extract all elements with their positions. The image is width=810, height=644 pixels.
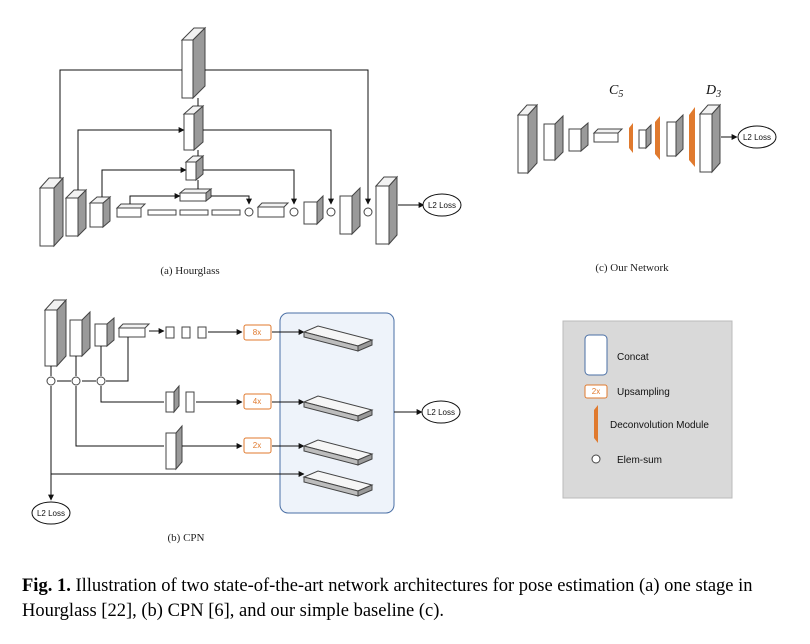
- upsample-4x: 4x: [243, 393, 272, 410]
- legend-elemsum: Elem-sum: [617, 455, 662, 466]
- our-network-panel: L2 Loss C5 D3 (c) Our Network: [516, 83, 777, 274]
- hourglass-caption: (a) Hourglass: [160, 265, 219, 277]
- cpn-loss-right-label: L2 Loss: [427, 408, 455, 417]
- our-network-caption: (c) Our Network: [595, 262, 669, 274]
- d3-label: D: [705, 83, 716, 98]
- our-network-loss-label: L2 Loss: [743, 133, 771, 142]
- cpn-panel: 8x 4x 2x L2 Loss L2 Loss (: [31, 298, 461, 544]
- cpn-loss-left-label: L2 Loss: [37, 509, 65, 518]
- c5-subscript: 5: [618, 89, 623, 100]
- figure-caption: Fig. 1. Illustration of two state-of-the…: [22, 574, 802, 624]
- deconv-icon: [594, 405, 598, 443]
- architecture-diagram: L2 Loss (a) Hourglass L2 Loss C5 D3 (c) …: [31, 26, 777, 544]
- c5-label: C: [609, 83, 619, 98]
- hourglass-loss-label: L2 Loss: [428, 201, 456, 210]
- legend-upsampling: Upsampling: [617, 387, 670, 398]
- d3-subscript: 3: [715, 89, 721, 100]
- hourglass-panel: L2 Loss (a) Hourglass: [38, 26, 462, 277]
- upsample-8x: 8x: [243, 324, 272, 341]
- svg-text:2x: 2x: [253, 441, 261, 450]
- svg-text:8x: 8x: [253, 328, 261, 337]
- upsample-2x: 2x: [243, 437, 272, 454]
- svg-text:4x: 4x: [253, 397, 261, 406]
- legend: Concat 2x Upsampling Deconvolution Modul…: [562, 320, 733, 499]
- svg-text:C5: C5: [609, 83, 623, 100]
- figure-caption-text: Illustration of two state-of-the-art net…: [22, 576, 753, 621]
- legend-upsampling-badge: 2x: [592, 387, 600, 396]
- legend-deconv: Deconvolution Module: [610, 420, 709, 431]
- cpn-caption: (b) CPN: [168, 532, 205, 544]
- svg-text:D3: D3: [705, 83, 721, 100]
- elemsum-icon: [591, 454, 601, 464]
- legend-concat: Concat: [617, 352, 649, 363]
- figure-label: Fig. 1.: [22, 576, 71, 596]
